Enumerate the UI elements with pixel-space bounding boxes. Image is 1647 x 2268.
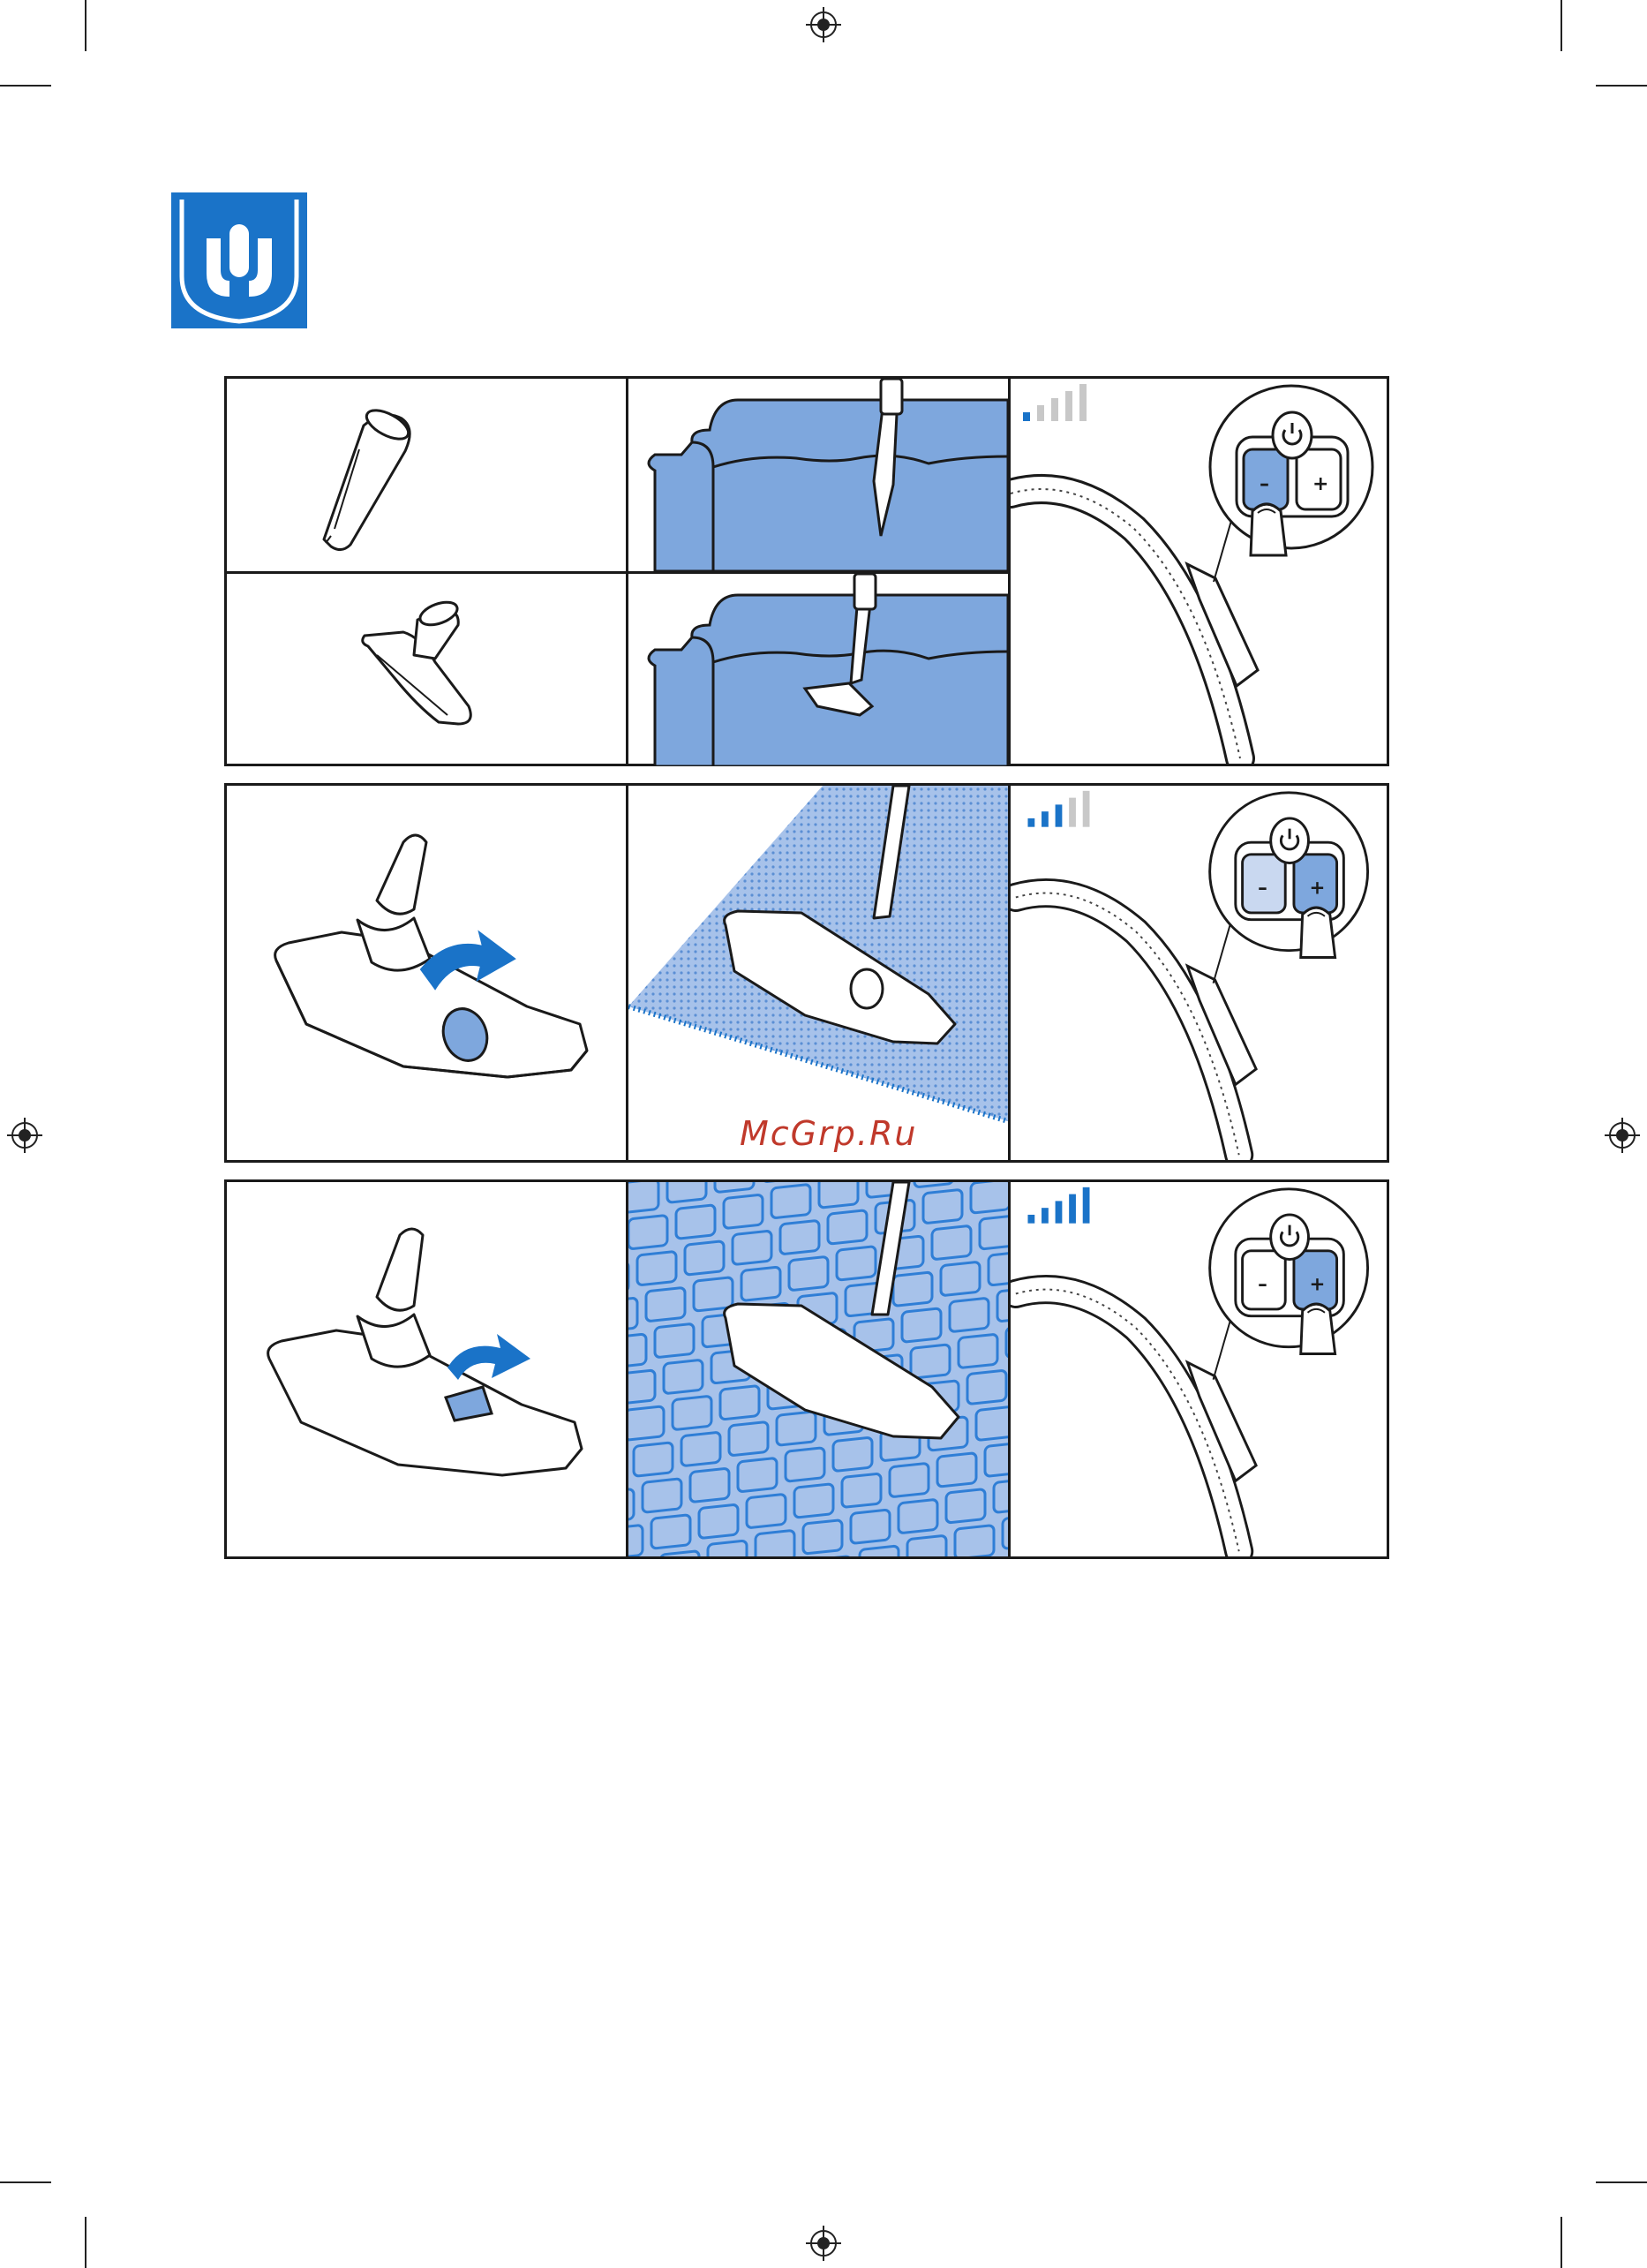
panel-row-1: –+ (224, 376, 1389, 766)
crevice-tool-illustration (227, 379, 626, 571)
sofa-crevice-illustration (628, 379, 1008, 571)
registration-mark-icon (7, 1118, 42, 1153)
plus-label: + (1312, 473, 1328, 495)
floor-nozzle-carpet-setting-illustration (227, 786, 626, 1160)
suction-level-bar (1056, 1201, 1063, 1223)
suction-level-bar (1051, 398, 1058, 421)
panel-row-3: –+ (224, 1179, 1389, 1559)
suction-level-icon (1027, 791, 1089, 827)
hard-floor-cleaning-illustration (628, 1182, 1008, 1556)
suction-level-bar (1027, 818, 1034, 827)
registration-mark-icon (806, 2226, 841, 2261)
plus-label: + (1309, 1274, 1325, 1296)
suction-level-bar (1042, 1208, 1049, 1224)
tile-floor-svg (628, 1182, 1008, 1556)
hose-svg-1: –+ (1011, 379, 1387, 764)
power-icon[interactable] (1271, 1215, 1309, 1260)
hose-control-illustration-2: –+ (1011, 786, 1387, 1160)
hose-control-illustration-3: –+ (1011, 1182, 1387, 1556)
power-icon[interactable] (1273, 412, 1312, 458)
minus-label: – (1258, 878, 1267, 900)
suction-level-bar (1083, 1187, 1090, 1224)
suction-level-bar (1023, 412, 1030, 421)
suction-level-bar (1083, 791, 1090, 827)
suction-level-bar (1069, 1194, 1076, 1224)
hose-svg-3: –+ (1011, 1182, 1387, 1556)
plus-label: + (1309, 878, 1325, 900)
suction-level-bar (1079, 384, 1087, 421)
hose-svg-2: –+ (1011, 786, 1387, 1160)
power-icon[interactable] (1271, 818, 1309, 863)
registration-mark-icon (806, 7, 841, 42)
suction-level-bar (1037, 405, 1044, 421)
suction-level-bar (1065, 391, 1072, 421)
suction-level-icon (1023, 384, 1087, 421)
sofa-brush-illustration (628, 574, 1008, 766)
suction-level-icon (1027, 1187, 1089, 1224)
suction-level-bar (1069, 798, 1076, 827)
suction-level-bar (1027, 1215, 1034, 1224)
suction-level-bar (1056, 804, 1063, 826)
brand-logo-icon (171, 192, 307, 328)
carpet-cleaning-illustration (628, 786, 1008, 1160)
watermark: McGrp.Ru (740, 1114, 917, 1153)
hose-control-illustration-1: –+ (1011, 379, 1387, 764)
floor-nozzle-hard-floor-setting-illustration (227, 1182, 626, 1556)
panel-row-2: –+ (224, 783, 1389, 1163)
registration-mark-icon (1605, 1118, 1640, 1153)
suction-level-bar (1042, 811, 1049, 827)
minus-label: – (1260, 473, 1269, 495)
upholstery-tool-illustration (227, 574, 626, 766)
minus-label: – (1258, 1274, 1267, 1296)
